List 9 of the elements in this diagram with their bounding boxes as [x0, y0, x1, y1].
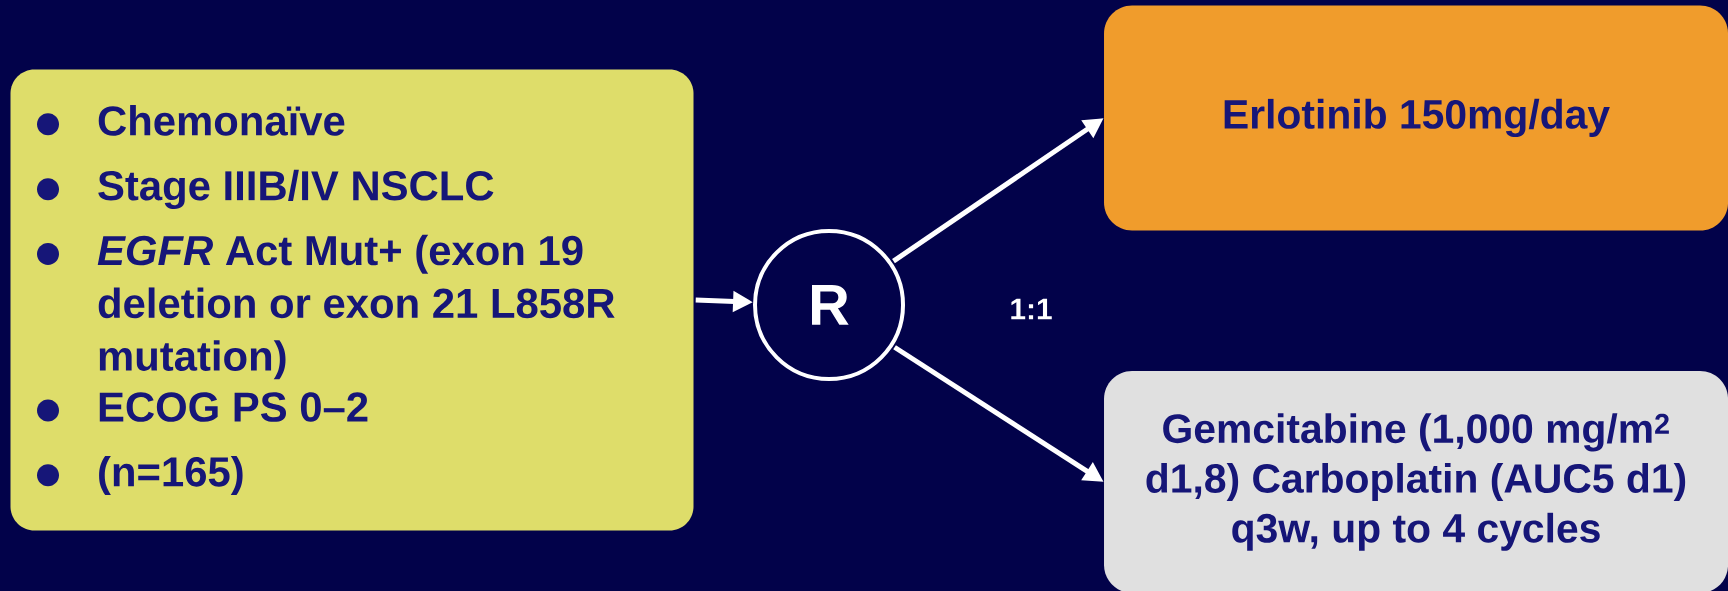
list-item: ECOG PS 0–2 — [99, 392, 368, 422]
list-item: Stage IIIB/IV NSCLC — [98, 169, 494, 210]
treatment-box: Gemcitabine (1,000 mg/m$^{2}$ d1,8) Carboplatin (AUC5 d1) q3w, up to 4 cycles — [1104, 371, 1728, 591]
list-item: (n=165) — [99, 455, 243, 495]
treatment-box: Erlotinib 150mg/day — [1104, 5, 1728, 231]
list-item: Chemonaïve — [98, 105, 345, 136]
list-item: EGFR Act Mut+ (exon 19 deletion or exon 21 L858R mutation) — [97, 234, 615, 380]
criteria-box — [10, 69, 694, 531]
ratio-label: 1:1 — [1011, 298, 1052, 320]
